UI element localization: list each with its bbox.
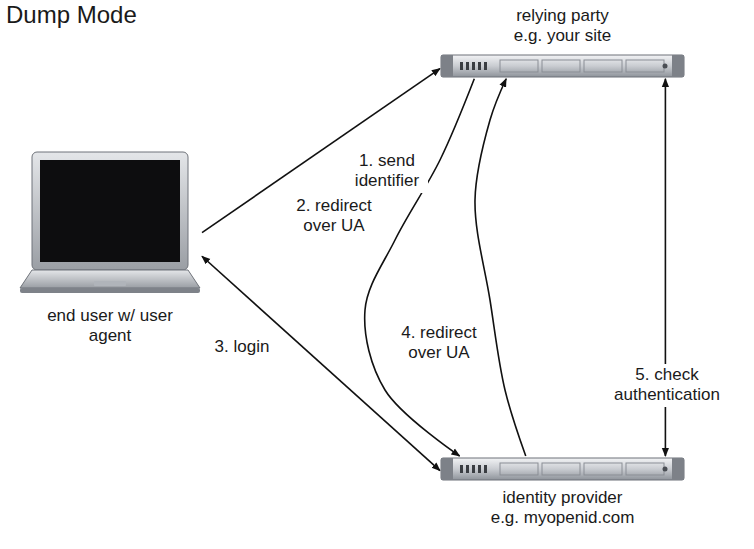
node-text: end user w/ user agent — [45, 306, 175, 347]
connector-arrow — [365, 79, 475, 456]
server-icon — [440, 53, 685, 79]
machine-node: identity providere.g. myopenid.com — [440, 456, 685, 529]
server-icon — [440, 456, 685, 482]
machine-node: end user w/ user agent — [18, 150, 202, 347]
edge-label: 5. check authentication — [604, 364, 730, 407]
node-text: relying party — [516, 6, 609, 26]
node-text: identity provider — [502, 488, 622, 508]
edge-label: 1. send identifier — [346, 150, 428, 193]
laptop-icon — [18, 150, 202, 300]
edge-label: 2. redirect over UA — [288, 195, 380, 238]
diagram-title: Dump Mode — [6, 2, 137, 28]
edge-label: 3. login — [205, 336, 279, 358]
connector-arrow — [475, 79, 526, 456]
machine-node: relying partye.g. your site — [440, 6, 685, 79]
node-text: e.g. your site — [514, 26, 611, 46]
node-text: e.g. myopenid.com — [491, 508, 635, 528]
edge-label: 4. redirect over UA — [392, 322, 486, 365]
